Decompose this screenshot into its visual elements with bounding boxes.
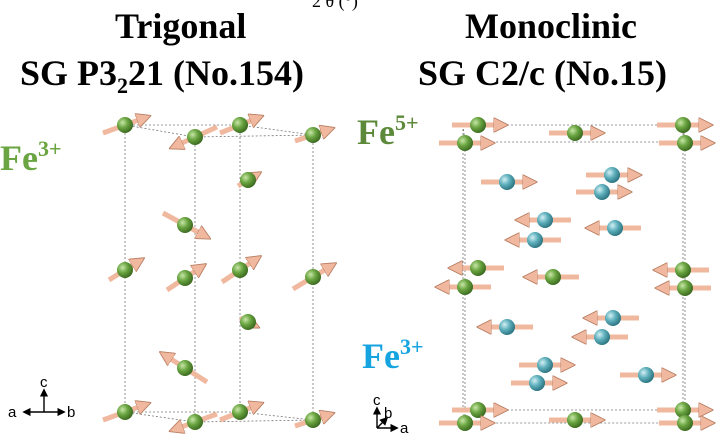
header-fragment: 2 θ (°) (312, 0, 358, 11)
atom (499, 174, 515, 190)
atom (529, 375, 545, 391)
atom (470, 117, 486, 133)
atom (305, 269, 321, 285)
axis-c-right: c (373, 392, 381, 409)
monoclinic-title: Monoclinic (465, 6, 637, 46)
atom (117, 262, 133, 278)
atom (240, 314, 256, 330)
trigonal-axes (22, 388, 66, 417)
trigonal-title: Trigonal (115, 6, 247, 46)
atom (305, 127, 321, 143)
atom (177, 270, 193, 286)
atom (594, 329, 610, 345)
atom (677, 135, 693, 151)
atom (470, 260, 486, 276)
atom (537, 212, 553, 228)
atom (232, 117, 248, 133)
atoms-and-spins (102, 117, 711, 431)
atom (537, 357, 553, 373)
atom (232, 262, 248, 278)
atom (457, 415, 473, 431)
axis-b-left: b (67, 404, 75, 421)
trigonal-space-group: SG P3221 (No.154) (20, 53, 304, 98)
atom (675, 402, 691, 418)
fe5-label: Fe5+ (357, 110, 419, 152)
atom (240, 172, 256, 188)
atom (457, 279, 473, 295)
atom (607, 220, 623, 236)
atom (545, 269, 561, 285)
atom (675, 262, 691, 278)
fe3-label-right: Fe3+ (362, 334, 424, 376)
atom (499, 319, 515, 335)
atom (567, 412, 583, 428)
fe3-label-left: Fe3+ (0, 136, 62, 178)
atom (117, 117, 133, 133)
atom (677, 280, 693, 296)
atom (605, 310, 621, 326)
atom (527, 232, 543, 248)
axis-c-left: c (40, 374, 48, 391)
atom (187, 414, 203, 430)
atom (638, 367, 654, 383)
atom (177, 360, 193, 376)
monoclinic-axes (372, 406, 399, 433)
atom (305, 412, 321, 428)
axis-a-right: a (400, 420, 409, 437)
monoclinic-space-group: SG C2/c (No.15) (418, 53, 667, 93)
atom (594, 184, 610, 200)
trigonal-cell-edges (124, 124, 314, 423)
atom (677, 415, 693, 431)
axis-b-right: b (384, 405, 392, 422)
axis-a-left: a (8, 404, 17, 421)
atom (457, 135, 473, 151)
atom (177, 217, 193, 233)
atom (117, 404, 133, 420)
atom (232, 404, 248, 420)
atom (604, 167, 620, 183)
atom (470, 402, 486, 418)
atom (567, 125, 583, 141)
atom (187, 129, 203, 145)
atom (675, 117, 691, 133)
